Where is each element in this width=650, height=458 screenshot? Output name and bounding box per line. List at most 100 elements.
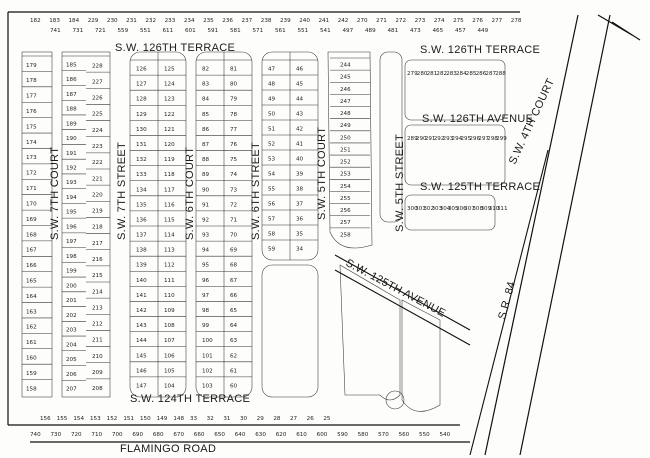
lot-number: 215 [92,273,103,279]
block-e: 2442452462472482492502512522532542552562… [327,51,373,249]
lot-number: 105 [164,368,175,374]
top-address: 591 [208,28,219,34]
lot-number: 97 [202,293,210,299]
bottom-lot-number: 29 [257,416,265,422]
lot-number: 92 [202,217,209,223]
lot-number: 111 [164,278,175,284]
lot-number: 58 [268,232,276,238]
lot-number: 194 [66,195,77,201]
lot-number: 304 [440,206,451,212]
top-lot-number: 270 [357,18,368,24]
lot-number: 90 [202,187,210,193]
bottom-address: 720 [71,432,82,438]
lot-number: 127 [136,82,147,88]
lot-number: 72 [230,202,237,208]
bottom-lot-number: 151 [123,416,134,422]
lot-number: 53 [268,157,276,163]
bottom-lot-number: 148 [173,416,184,422]
top-lot-number: 235 [203,18,214,24]
lot-number: 95 [202,263,210,269]
lot-number: 203 [66,328,77,334]
lot-number: 101 [202,353,213,359]
lot-number: 71 [230,217,238,223]
lot-number: 128 [136,97,147,103]
bottom-address: 690 [132,432,143,438]
lot-number: 40 [296,157,304,163]
lot-number: 169 [26,217,37,223]
label-sw-5-court: S.W. 5TH COURT [316,127,328,220]
bottom-address: 580 [358,432,369,438]
lot-number: 107 [164,338,175,344]
lot-number: 142 [136,308,147,314]
lot-number: 36 [296,217,304,223]
top-address: 581 [230,28,241,34]
bottom-lot-number: 149 [157,416,168,422]
bottom-lot-number: 28 [273,416,281,422]
lot-number: 134 [136,187,147,193]
top-address: 457 [455,28,466,34]
lot-number: 247 [340,99,351,105]
lot-number: 42 [296,127,303,133]
lot-number: 289 [407,136,418,142]
lot-number: 202 [66,313,77,319]
lot-number: 193 [66,180,77,186]
lot-number: 172 [26,171,37,177]
bottom-address: 660 [194,432,205,438]
lot-number: 170 [26,201,37,207]
lot-number: 291 [425,136,436,142]
bottom-lot-number: 156 [40,416,51,422]
lot-number: 116 [164,202,175,208]
lot-number: 63 [230,338,238,344]
lot-number: 50 [268,112,276,118]
top-address: 449 [478,28,489,34]
lot-number: 307 [464,206,475,212]
top-lot-number: 233 [165,18,176,24]
lot-number: 205 [66,357,77,363]
lot-number: 186 [66,77,77,83]
bottom-address: 670 [173,432,184,438]
lot-number: 292 [434,136,445,142]
lot-number: 45 [296,82,304,88]
lot-number: 62 [230,353,237,359]
top-address: 551 [140,28,151,34]
lot-number: 164 [26,294,37,300]
lot-number: 214 [92,289,103,295]
lot-number: 48 [268,82,276,88]
lot-number: 137 [136,233,147,239]
top-lot-number: 234 [184,18,195,24]
lot-number: 310 [489,206,500,212]
lot-number: 302 [423,206,434,212]
bottom-address: 680 [153,432,164,438]
top-lot-number: 241 [318,18,329,24]
lot-number: 249 [340,123,351,129]
lot-number: 88 [202,157,210,163]
tract-outline [7,11,641,456]
lot-number: 82 [202,67,209,73]
block-f [379,51,403,223]
lot-number: 192 [66,165,77,171]
lot-number: 248 [340,111,351,117]
top-lot-number: 184 [68,18,79,24]
lot-number: 44 [296,97,304,103]
bottom-address: 730 [50,432,61,438]
bottom-lot-number: 150 [140,416,151,422]
lot-number: 245 [340,75,351,81]
lot-number: 129 [136,112,147,118]
bottom-lot-number: 32 [207,416,214,422]
lot-number: 283 [446,71,457,77]
lot-number: 227 [92,79,103,85]
lot-number: 80 [230,82,238,88]
lot-number: 99 [202,323,210,329]
lot-number: 120 [164,142,175,148]
bottom-address: 710 [91,432,102,438]
block-a: 1791781771761751741731721711701691681671… [21,51,111,398]
lot-number: 64 [230,323,238,329]
lot-number: 78 [230,112,238,118]
top-address: 497 [343,28,354,34]
lot-number: 284 [456,71,467,77]
top-address: 741 [50,28,61,34]
lot-number: 254 [340,184,351,190]
label-flamingo-road: FLAMINGO ROAD [120,443,216,455]
